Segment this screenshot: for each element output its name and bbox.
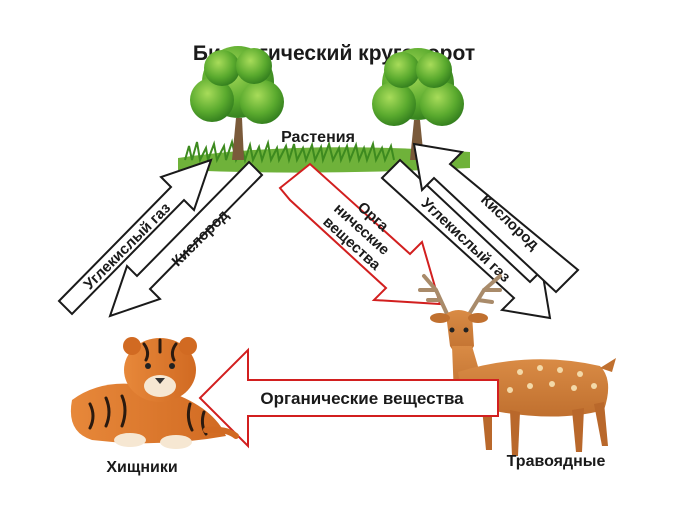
herbivores-label: Травоядные bbox=[507, 453, 606, 470]
plants-illustration: Растения bbox=[178, 46, 470, 173]
arrow-organic-to-predators: Органические вещества bbox=[198, 347, 499, 449]
tree-left bbox=[190, 46, 284, 160]
plants-label: Растения bbox=[281, 129, 355, 146]
arrow-organic-horizontal-label: Органические вещества bbox=[260, 389, 464, 408]
tiger-illustration bbox=[70, 337, 239, 449]
tree-right bbox=[372, 48, 464, 160]
predators-label: Хищники bbox=[106, 459, 177, 476]
